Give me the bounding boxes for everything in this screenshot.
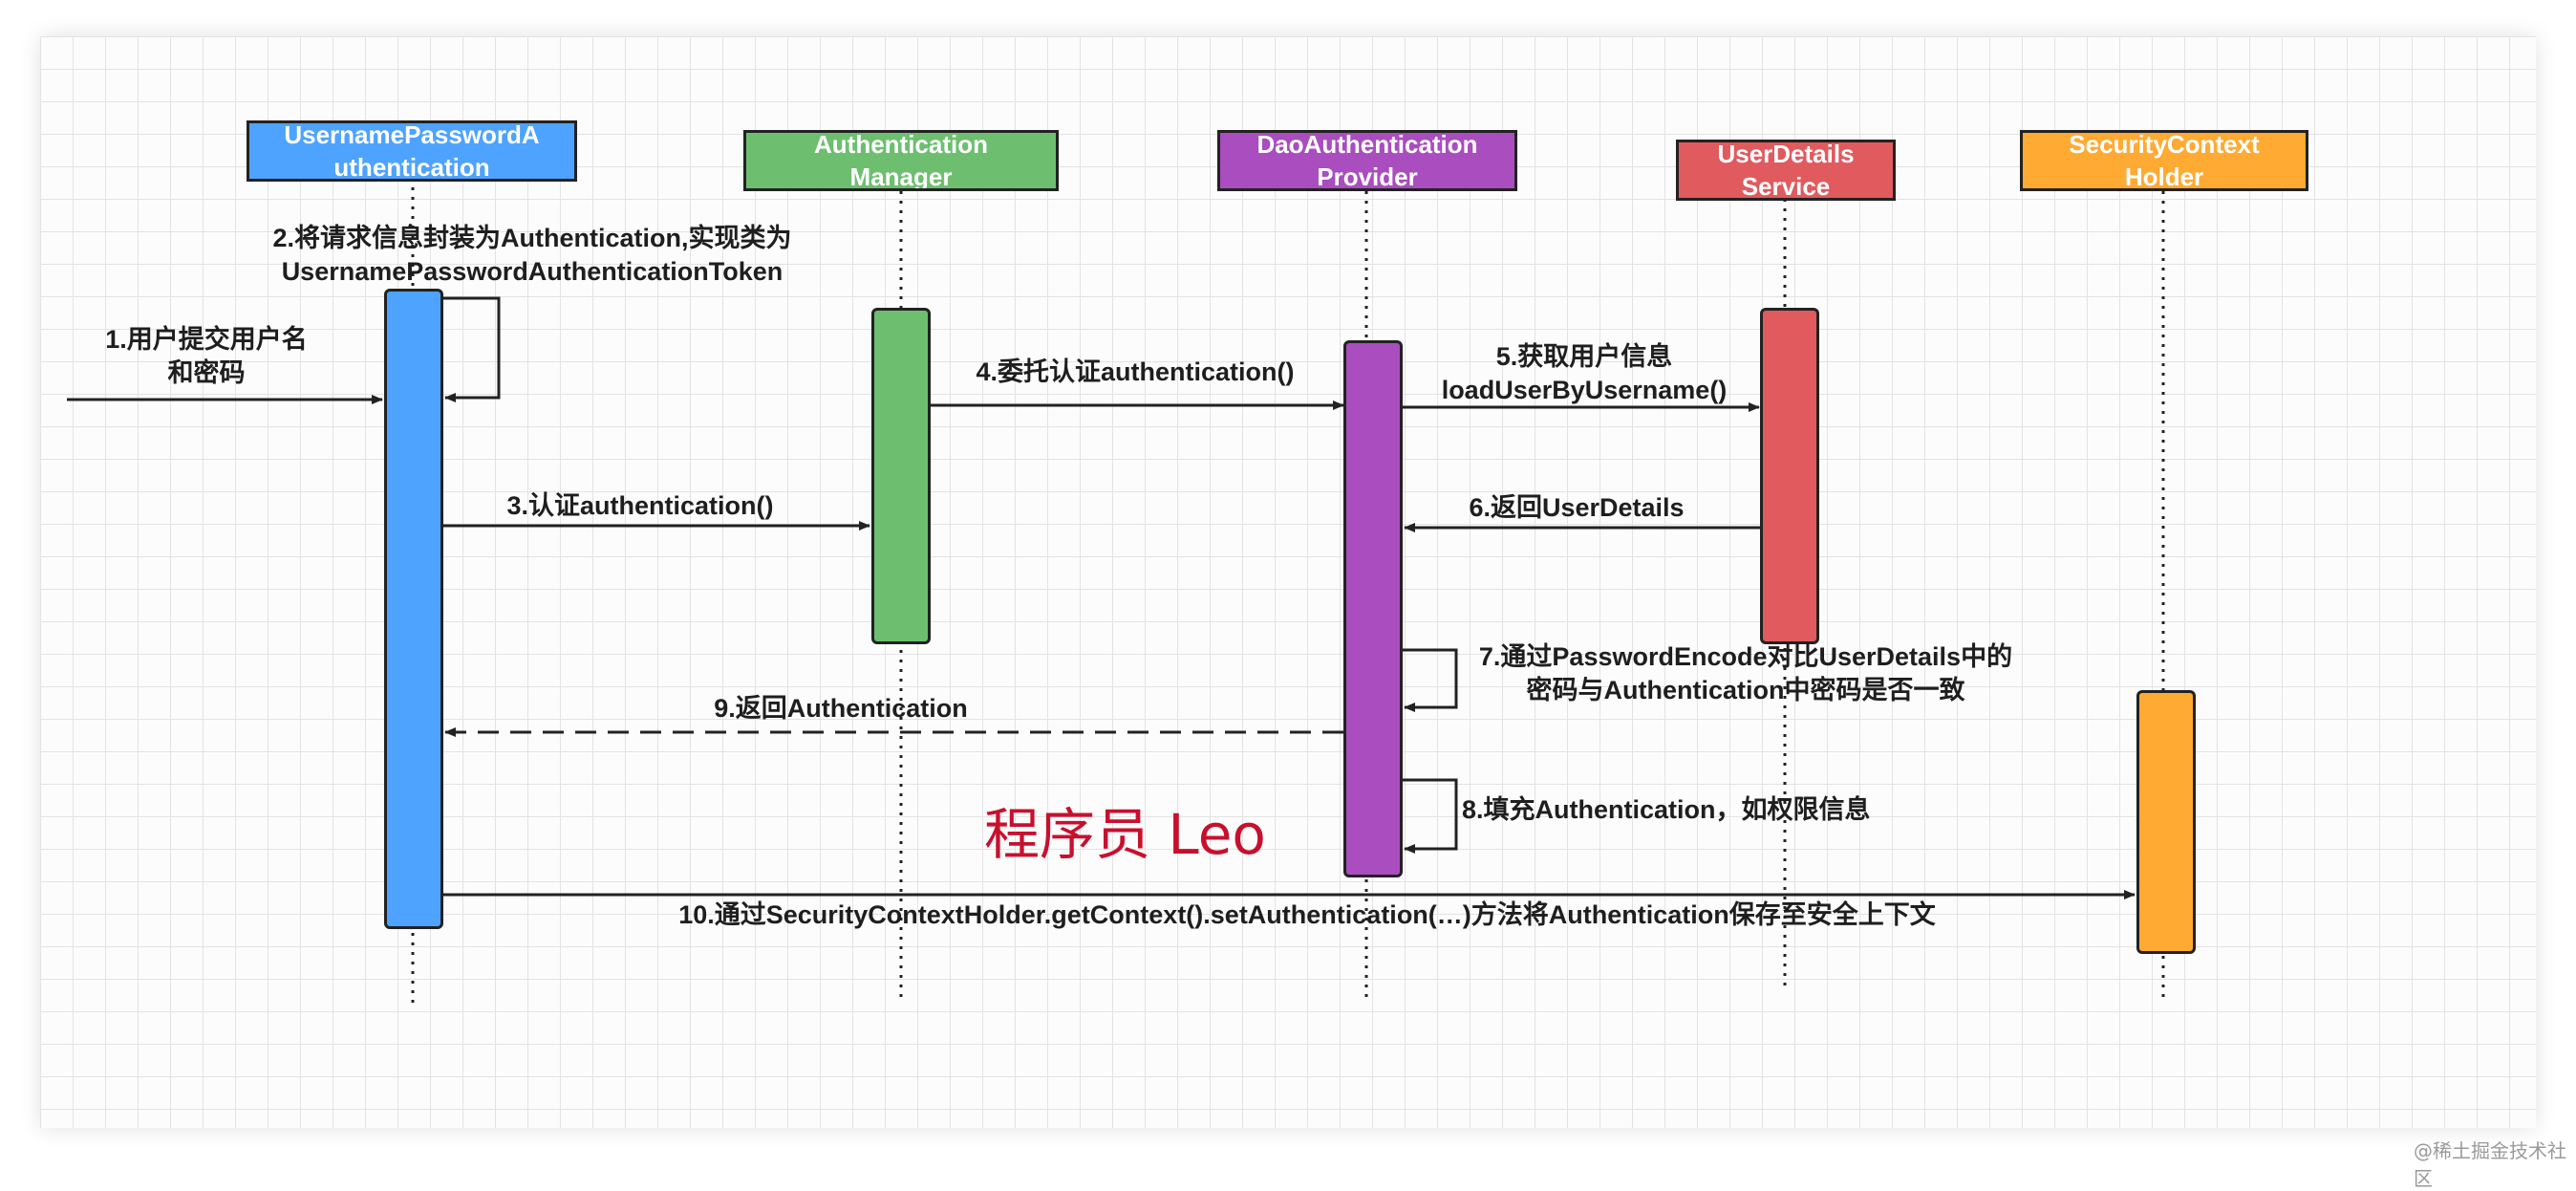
activation-provider xyxy=(1343,340,1403,877)
message-label-4: 4.委托认证authentication() xyxy=(976,357,1295,386)
arrow-msg-8 xyxy=(1403,778,1458,854)
message-label-8: 8.填充Authentication，如权限信息 xyxy=(1462,795,1871,824)
activation-username xyxy=(384,289,443,929)
grid-background xyxy=(40,36,2536,1128)
message-label-7: 7.通过PasswordEncode对比UserDetails中的 密码与Aut… xyxy=(1478,642,2013,704)
message-label-2: 2.将请求信息封装为Authentication,实现类为 UsernamePa… xyxy=(272,224,792,286)
message-label-1: 1.用户提交用户名 和密码 xyxy=(105,325,308,387)
diagram-canvas: UsernamePasswordA uthentication Authenti… xyxy=(40,36,2566,1190)
activation-manager xyxy=(871,308,931,644)
arrow-msg-2 xyxy=(443,296,501,402)
message-label-6: 6.返回UserDetails xyxy=(1469,493,1685,522)
participant-securitycontext-holder: SecurityContext Holder xyxy=(2020,130,2308,191)
participant-dao-authentication-provider: DaoAuthentication Provider xyxy=(1217,130,1517,191)
arrow-msg-7 xyxy=(1403,648,1458,712)
site-credit: @稀土掘金技术社区 xyxy=(2414,1139,2566,1190)
activation-userdetails xyxy=(1760,308,1819,644)
message-label-10: 10.通过SecurityContextHolder.getContext().… xyxy=(678,900,1936,929)
participant-authentication-manager: Authentication Manager xyxy=(743,130,1059,191)
participant-username-password-auth: UsernamePasswordA uthentication xyxy=(247,120,577,182)
author-watermark: 程序员 Leo xyxy=(984,802,1266,867)
activation-securitycontext xyxy=(2136,690,2196,954)
message-label-9: 9.返回Authentication xyxy=(714,694,968,723)
participant-userdetails-service: UserDetails Service xyxy=(1676,140,1896,201)
message-label-3: 3.认证authentication() xyxy=(506,491,774,520)
message-label-5: 5.获取用户信息 loadUserByUsername() xyxy=(1441,342,1728,404)
